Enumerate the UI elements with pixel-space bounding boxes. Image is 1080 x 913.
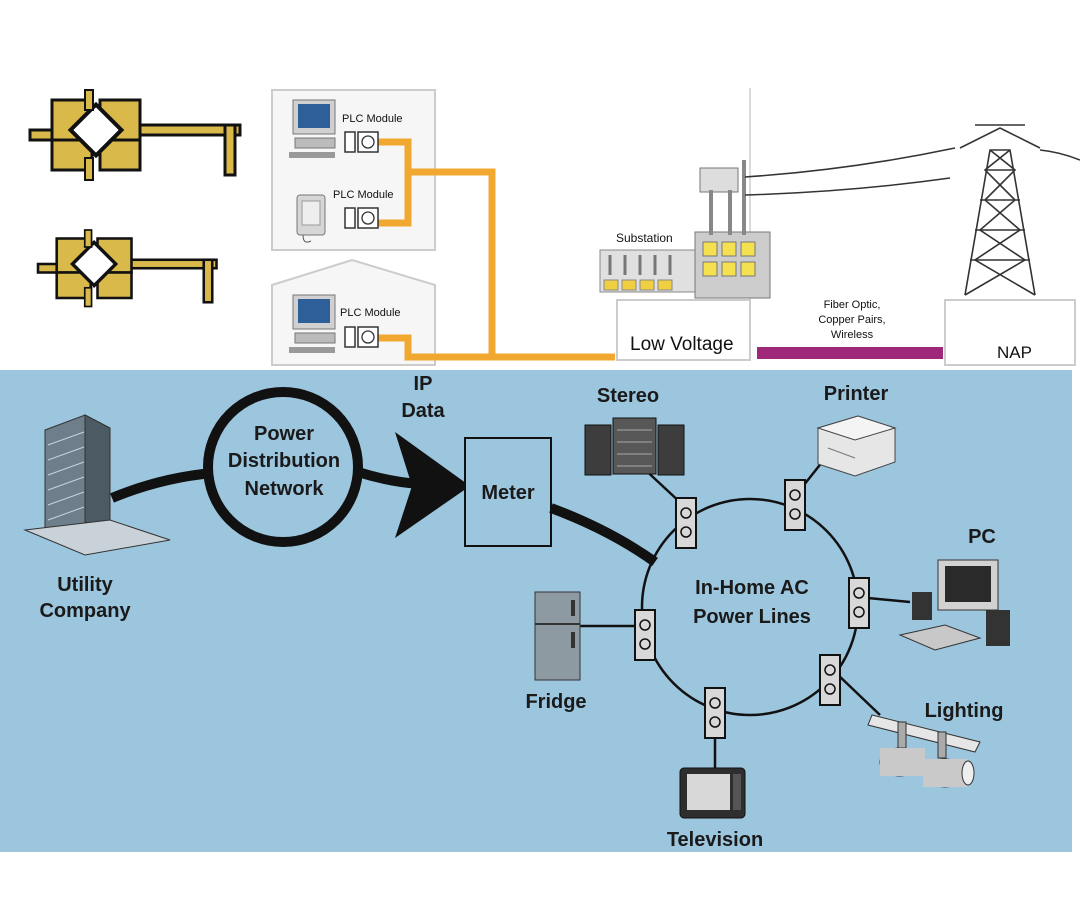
bottom-panel-bpl-diagram: Utility Company Power Distribution Netwo… (0, 370, 1072, 852)
plc-module-label: PLC Module (340, 307, 401, 319)
meter-connection-line (549, 503, 658, 567)
fiber-label: Copper Pairs, (818, 314, 885, 326)
printer-label: Printer (824, 383, 889, 405)
low-voltage-label: Low Voltage (630, 334, 734, 355)
stereo-label: Stereo (597, 385, 659, 407)
meter-box (464, 437, 552, 547)
outlet-icon (784, 479, 806, 531)
fiber-label: Wireless (831, 329, 874, 341)
nap-label: NAP (997, 343, 1032, 362)
telephone-icon (296, 194, 326, 243)
nap-box (944, 299, 1076, 366)
meter-label: Meter (481, 482, 535, 504)
pcb-antenna-icon (36, 229, 218, 308)
computer-icon (289, 99, 336, 158)
fiber-link-bar (757, 347, 943, 359)
plc-module-label: PLC Module (333, 189, 394, 201)
track-lighting-icon (867, 714, 981, 788)
ip-data-label: Data (401, 400, 445, 422)
in-home-label: Power Lines (693, 606, 811, 628)
outlet-icon (675, 497, 697, 549)
computer-icon (289, 294, 336, 353)
ip-data-label: IP (414, 373, 433, 395)
substation-icon (599, 160, 771, 299)
outlet-icon (357, 207, 379, 229)
desktop-pc-icon (898, 559, 1010, 651)
outlet-icon (361, 135, 375, 149)
pcb-antenna-icon (28, 89, 242, 181)
transmission-lines (744, 147, 1080, 196)
stereo-icon (584, 417, 685, 476)
plc-module-label: PLC Module (342, 113, 403, 125)
plc-module-icon (344, 326, 356, 348)
outlet-icon (357, 131, 379, 153)
television-label: Television (667, 829, 763, 851)
substation-label: Substation (616, 231, 673, 245)
printer-icon (816, 415, 897, 477)
outlet-icon (361, 330, 375, 344)
transmission-tower-icon (959, 124, 1041, 296)
outlet-icon (704, 687, 726, 739)
in-home-label: In-Home AC (695, 577, 809, 599)
television-icon (679, 767, 746, 819)
outlet-icon (357, 326, 379, 348)
fiber-label: Fiber Optic, (824, 299, 881, 311)
outlet-icon (361, 211, 375, 225)
power-distribution-label: Distribution (228, 450, 340, 472)
fridge-icon (534, 591, 581, 681)
outlet-icon (819, 654, 841, 706)
power-distribution-label: Network (245, 478, 325, 500)
utility-company-label: Utility (57, 574, 113, 596)
top-panel-plc-diagram: PLC Module PLC Module PLC Module (28, 88, 1080, 366)
fridge-label: Fridge (525, 691, 586, 713)
pc-label: PC (968, 526, 996, 548)
plc-module-icon (344, 207, 356, 229)
power-connection-line (110, 468, 213, 503)
lighting-label: Lighting (925, 700, 1004, 722)
office-building-icon (23, 414, 171, 556)
outlet-icon (848, 577, 870, 629)
plc-module-icon (344, 131, 356, 153)
outlet-icon (634, 609, 656, 661)
utility-company-label: Company (39, 600, 131, 622)
low-voltage-box (616, 299, 751, 361)
plc-wiring (378, 138, 615, 361)
arrowhead-icon (395, 432, 470, 538)
power-distribution-label: Power (254, 423, 314, 445)
power-distribution-circle (203, 387, 363, 547)
